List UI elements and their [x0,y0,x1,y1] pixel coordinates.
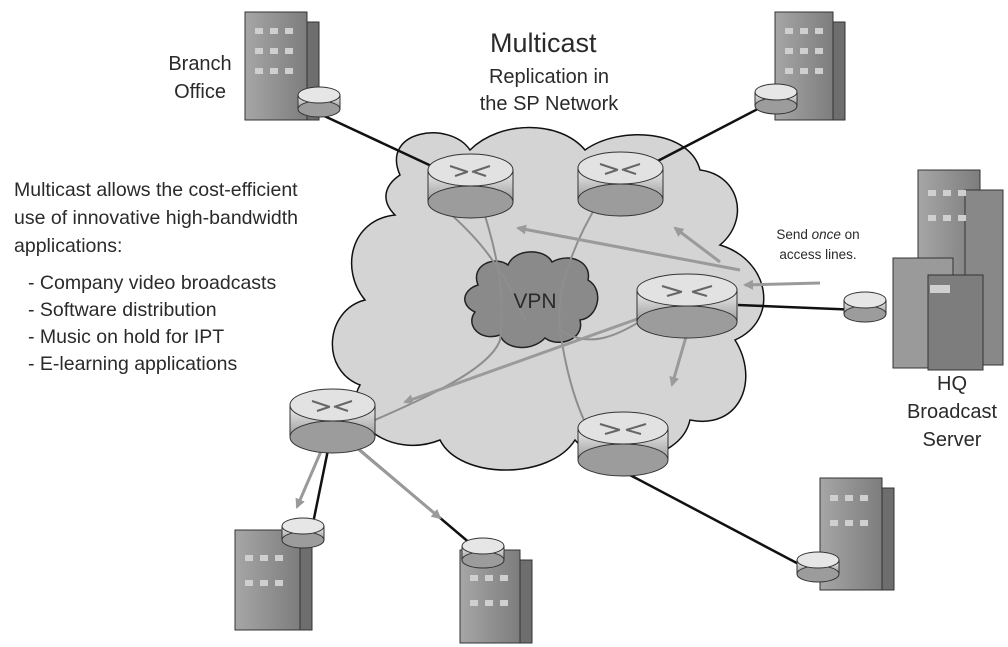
core-router-top-left [427,153,514,219]
send-note-suffix: on [840,227,860,242]
list-item: - Music on hold for IPT [28,326,225,348]
send-note-line-1: Send once on [758,225,878,245]
list-item: - E-learning applications [28,353,238,375]
core-router-bottom-right [577,411,669,477]
edge-router-top-right [754,83,798,115]
diagram-subtitle: Replication in the SP Network [470,64,628,118]
subtitle-line-1: Replication in [488,66,610,88]
branch-label-line-2: Office [174,81,226,103]
intro-line-2: use of innovative high-bandwidth [14,207,299,229]
list-item: - Company video broadcasts [28,272,277,294]
vpn-label: VPN [513,290,557,313]
subtitle-line-2: the SP Network [479,93,619,115]
list-item: - Software distribution [28,299,217,321]
send-note-emphasis: once [811,227,841,242]
send-once-note: Send once on access lines. [758,225,878,265]
send-note-line-2: access lines. [779,247,857,262]
hq-label-line-1: HQ [937,373,967,395]
hq-label-line-3: Server [922,429,982,451]
edge-router-bottom-center [461,537,505,569]
core-router-top-right [577,151,664,217]
branch-label-line-1: Branch [168,53,232,75]
multicast-arrows [295,224,821,520]
core-router-right [636,273,738,339]
applications-list: - Company video broadcasts - Software di… [28,270,276,378]
hq-broadcast-server-label: HQ Broadcast Server [902,370,1002,454]
diagram-title: Multicast [490,28,597,58]
edge-router-hq [843,291,887,323]
send-note-prefix: Send [776,227,812,242]
edge-router-bottom-right [796,551,840,583]
hq-buildings [892,169,1004,371]
intro-line-3: applications: [14,235,123,257]
vpn-cloud [464,251,599,349]
hq-label-line-2: Broadcast [906,401,998,423]
edge-router-branch-office [297,86,341,118]
core-router-bottom-left [289,388,376,454]
intro-text: Multicast allows the cost-efficient use … [14,176,384,260]
router-glyphs [311,163,713,435]
building-windows [245,28,966,606]
intro-line-1: Multicast allows the cost-efficient [14,179,298,201]
branch-office-label: Branch Office [160,50,240,106]
remote-site-building-bottom-left [234,529,313,631]
edge-router-bottom-left [281,517,325,549]
